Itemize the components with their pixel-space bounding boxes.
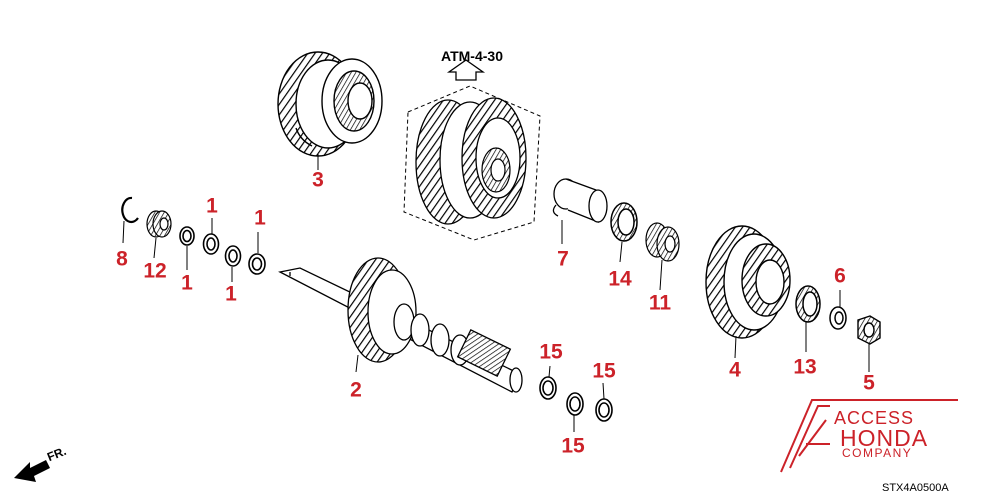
- leader-8: [122, 220, 125, 244]
- part-7-collar: [552, 178, 608, 223]
- callout-12: 12: [143, 259, 167, 283]
- callout-1: 1: [181, 271, 193, 295]
- callout-4: 4: [729, 358, 741, 382]
- callout-3: 3: [312, 168, 324, 192]
- callout-11: 11: [648, 291, 672, 315]
- part-8-snap-ring: [121, 196, 139, 223]
- callout-6: 6: [834, 264, 846, 288]
- callout-15: 15: [561, 434, 585, 458]
- part-5-nut: [857, 315, 881, 345]
- callout-7: 7: [557, 247, 569, 271]
- logo-company: COMPANY: [842, 446, 913, 460]
- part-6-washer: [829, 306, 847, 330]
- leaders-15: [548, 365, 605, 432]
- part-4-gear: [705, 225, 791, 339]
- logo-access: ACCESS: [834, 408, 915, 428]
- leader-4: [734, 335, 737, 359]
- callout-14: 14: [608, 267, 632, 291]
- reference-label: ATM-4-30: [441, 48, 503, 64]
- callout-8: 8: [116, 247, 128, 271]
- callout-1: 1: [206, 194, 218, 218]
- callout-2: 2: [350, 378, 362, 402]
- callout-15: 15: [539, 340, 563, 364]
- leaders-1: [186, 218, 259, 282]
- leader-12: [153, 237, 157, 259]
- access-honda-logo-mark: [780, 399, 958, 473]
- leader-2: [355, 354, 359, 373]
- clutch-assembly-reference: [403, 85, 541, 241]
- part-11-needle-bearing: [645, 222, 680, 262]
- arrow-up-icon: [446, 59, 486, 81]
- part-14-washer: [610, 202, 638, 242]
- part-12-needle-bearing: [146, 210, 172, 238]
- leader-11: [659, 259, 663, 291]
- callout-1: 1: [225, 282, 237, 306]
- diagram-code: STX4A0500A: [882, 482, 949, 494]
- callout-1: 1: [254, 206, 266, 230]
- part-2-countershaft: [278, 257, 523, 393]
- part-15-shims: [539, 376, 613, 422]
- callout-5: 5: [863, 371, 875, 395]
- logo-honda: HONDA: [840, 425, 929, 451]
- front-arrow-icon: [14, 460, 50, 482]
- part-1-shims: [179, 226, 266, 275]
- callout-15: 15: [592, 359, 616, 383]
- part-13-washer: [795, 285, 821, 323]
- callout-13: 13: [793, 355, 817, 379]
- part-3-gear-drum: [277, 51, 383, 157]
- leader-14: [619, 241, 623, 263]
